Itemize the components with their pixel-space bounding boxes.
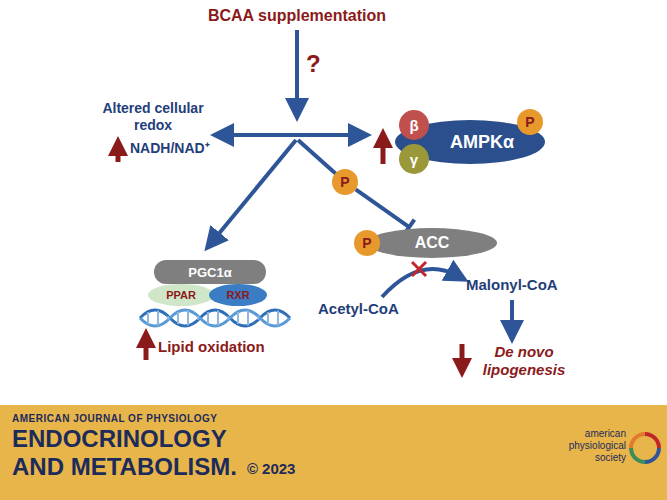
node-text: γ [410, 151, 418, 168]
journal-label: AMERICAN JOURNAL OF PHYSIOLOGY [12, 413, 217, 425]
coactivator-box: PGC1α [154, 260, 266, 284]
phospho-circle: P [517, 109, 543, 135]
node-text: P [362, 235, 371, 251]
node-text: PPAR [166, 289, 196, 301]
subunit-circle: γ [399, 144, 429, 174]
phospho-circle: P [354, 230, 380, 256]
block-cross [412, 262, 426, 276]
outcome-label: Lipid oxidation [158, 338, 265, 356]
society-label: american [585, 428, 626, 440]
metabolite-label: Acetyl-CoA [318, 300, 399, 318]
receptor-ellipse: PPAR [148, 284, 214, 306]
copyright-label: © 2023 [247, 460, 296, 478]
footer-band [0, 405, 667, 500]
node-text: P [525, 114, 534, 130]
phospho-circle: P [332, 169, 358, 195]
society-logo [631, 434, 659, 462]
node-text: β [409, 117, 418, 134]
question-mark: ? [306, 50, 321, 79]
node-text: P [340, 174, 349, 190]
node-text: ACC [415, 234, 450, 252]
enzyme-ellipse: ACC [367, 228, 497, 258]
inhibition-line [356, 189, 415, 234]
process-label: Altered cellular redox [92, 100, 214, 134]
journal-label: ENDOCRINOLOGY [12, 425, 227, 454]
node-text: PGC1α [188, 265, 231, 280]
dna-helix [140, 310, 290, 326]
node-text: RXR [226, 289, 249, 301]
heading-text: BCAA supplementation [208, 6, 386, 25]
receptor-ellipse: RXR [209, 284, 267, 306]
subunit-circle: β [399, 110, 429, 140]
ratio-label: NADH/NAD⁺ [130, 140, 210, 157]
society-label: society [595, 452, 626, 464]
outcome-label: De novo lipogenesis [472, 343, 576, 379]
metabolite-label: Malonyl-CoA [466, 276, 558, 294]
journal-label: AND METABOLISM. [12, 453, 237, 482]
society-label: physiological [569, 440, 626, 452]
node-text: AMPKα [450, 132, 514, 153]
